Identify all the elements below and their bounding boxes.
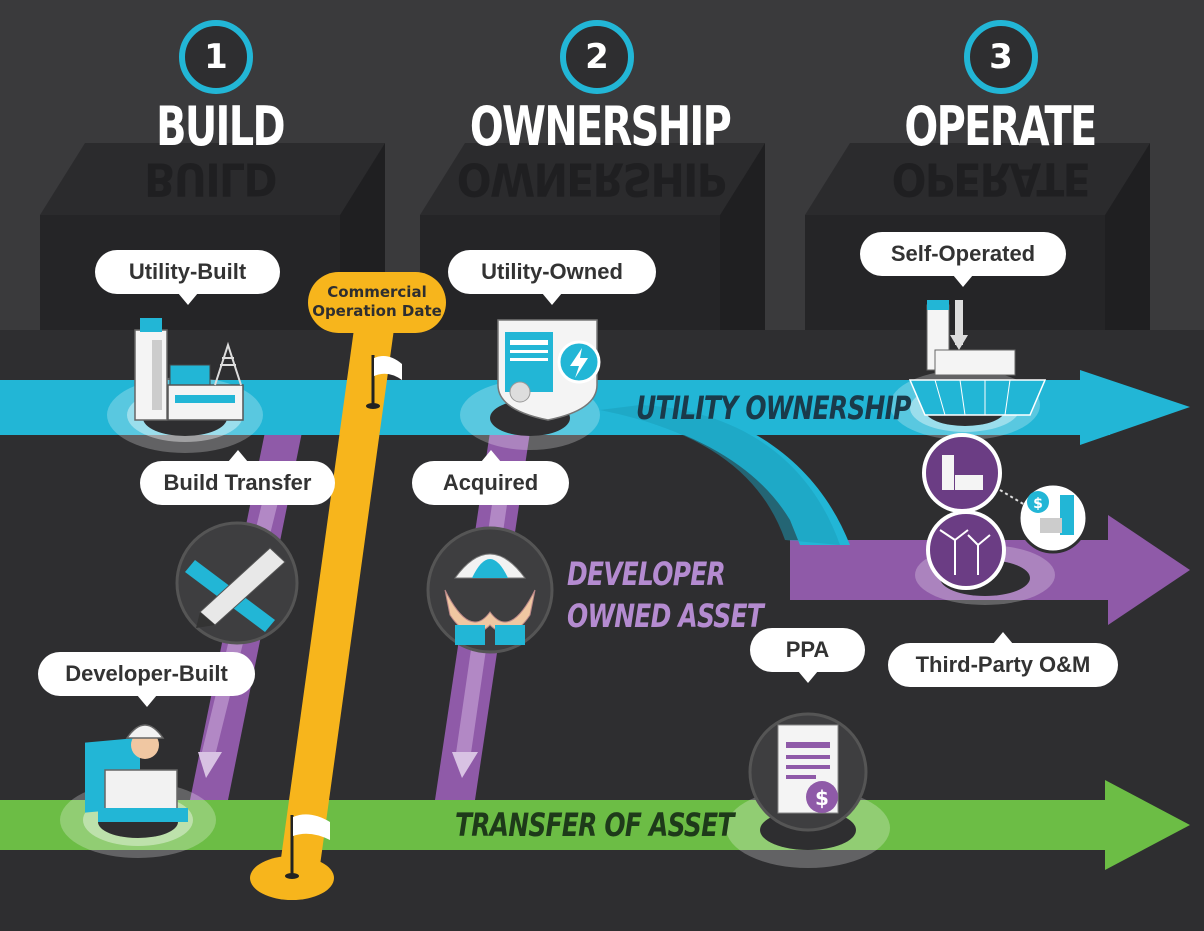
stage-number-2: 2 — [560, 20, 634, 94]
certificate-shield-icon — [497, 319, 601, 421]
stage-title-operate: OPERATE — [904, 95, 1097, 158]
commercial-operation-date-label: Commercial Operation Date — [308, 272, 446, 333]
stage-title-ownership-reflection: OWNERSHIP — [456, 152, 726, 206]
solar-plant-icon — [908, 300, 1047, 416]
engineer-icon — [85, 724, 188, 822]
flow-label-transfer-of-asset: TRANSFER OF ASSET — [455, 806, 734, 844]
bubble-ppa: PPA — [750, 628, 865, 683]
transfer-arrow-head — [1105, 780, 1190, 870]
bubble-acquired: Acquired — [412, 450, 569, 505]
utility-arrow-head — [1080, 370, 1190, 445]
contract-dollar-icon: $ — [748, 712, 868, 832]
flag-icon — [366, 355, 402, 409]
stage-box-ownership — [420, 143, 765, 330]
bubble-developer-built: Developer-Built — [38, 652, 255, 707]
wind-turbines-icon — [926, 510, 1006, 590]
flow-label-developer-owned-line2: OWNED ASSET — [567, 597, 764, 635]
stage-number-3: 3 — [964, 20, 1038, 94]
bubble-third-party-om: Third-Party O&M — [888, 632, 1118, 687]
flow-label-developer-owned-line1: DEVELOPER — [567, 555, 726, 593]
svg-text:$: $ — [1033, 496, 1043, 512]
drafting-tools-icon — [175, 521, 299, 645]
bubble-utility-built: Utility-Built — [95, 250, 280, 305]
stage-number-1: 1 — [179, 20, 253, 94]
bubble-self-operated: Self-Operated — [860, 232, 1066, 287]
bubble-utility-owned: Utility-Owned — [448, 250, 656, 305]
stage-title-ownership: OWNERSHIP — [469, 95, 732, 158]
stage-title-build: BUILD — [156, 95, 285, 158]
stage-title-operate-reflection: OPERATE — [891, 152, 1090, 206]
third-party-plant-circle: $ — [1017, 482, 1089, 554]
cod-bar — [278, 300, 398, 880]
svg-text:$: $ — [815, 786, 829, 810]
bubble-build-transfer: Build Transfer — [140, 450, 335, 505]
stage-title-build-reflection: BUILD — [144, 152, 276, 206]
flow-label-utility-ownership: UTILITY OWNERSHIP — [636, 389, 911, 427]
developer-arrow-head — [1108, 515, 1190, 625]
power-plant-icon — [134, 318, 244, 421]
operator-plant-circle — [922, 433, 1002, 513]
parachute-hands-icon — [426, 526, 554, 654]
flag-icon — [285, 814, 330, 879]
